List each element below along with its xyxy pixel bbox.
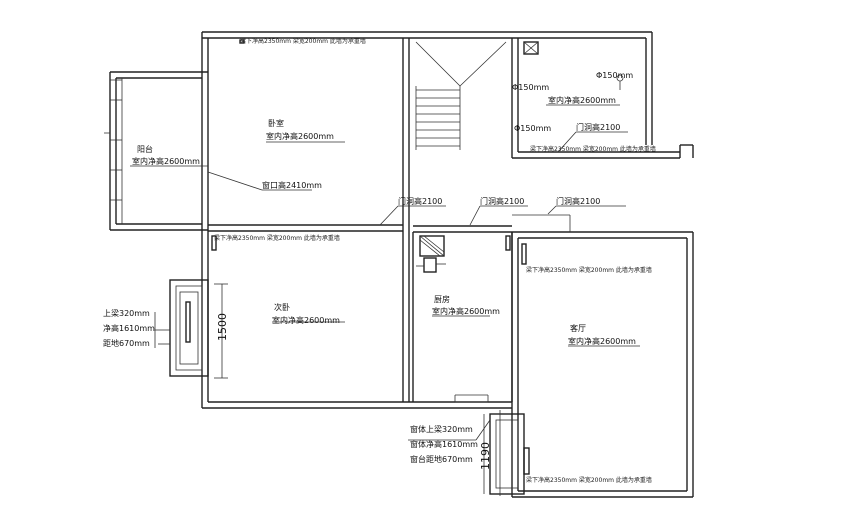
kitchen-height: 室内净高2600mm <box>432 306 500 316</box>
left-wing-name: 阳台 <box>137 144 153 154</box>
interior-walls <box>208 38 694 402</box>
door-height-label-2: 门洞高2100 <box>480 196 524 206</box>
beam-note-bottom: 梁下净高2350mm 梁宽200mm 此墙为承重墙 <box>526 476 652 484</box>
door-height-label-1: 门洞高2100 <box>398 196 442 206</box>
bedroom-top-name: 卧室 <box>268 118 284 128</box>
bedroom-mid-name: 次卧 <box>274 302 290 312</box>
outer-walls <box>201 31 694 498</box>
dimension-annotations: 窗口高2410mm 门洞高2100 门洞高2100 门洞高2100 门洞高210… <box>262 71 633 206</box>
bottom-bay-window <box>454 394 530 496</box>
room-labels: 卧室 室内净高2600mm 阳台 室内净高2600mm 次卧 室内净高2600m… <box>132 95 636 346</box>
pipe-label-3: Φ150mm <box>514 124 551 133</box>
kitchen-shaft <box>419 235 445 257</box>
kitchen-name: 厨房 <box>434 294 450 304</box>
left-bay-window <box>158 279 228 379</box>
door-height-label-4: 门洞高2100 <box>576 122 620 132</box>
left-window-clear: 净高1610mm <box>103 323 155 333</box>
bottom-window-clear: 窗体净高1610mm <box>410 439 478 449</box>
left-window-width: 1500 <box>216 313 229 341</box>
left-window-beam: 上梁320mm <box>103 309 150 318</box>
top-right-height: 室内净高2600mm <box>548 95 616 105</box>
bottom-window-width: 1190 <box>479 442 492 470</box>
door-height-label-3: 门洞高2100 <box>556 196 600 206</box>
beam-note-mid: 梁下净高2350mm 梁宽200mm 此墙为承重墙 <box>214 234 340 242</box>
pipe-label-1: Φ150mm <box>512 83 549 92</box>
living-name: 客厅 <box>570 323 586 333</box>
left-window-sill: 距地670mm <box>103 338 150 348</box>
left-wing-height: 室内净高2600mm <box>132 156 200 166</box>
bottom-window-sill: 窗台距地670mm <box>410 454 473 464</box>
fixtures <box>185 39 624 343</box>
beam-note-living: 梁下净高2350mm 梁宽200mm 此墙为承重墙 <box>526 266 652 274</box>
shaft-box-top-right <box>523 41 539 55</box>
bedroom-mid-height: 室内净高2600mm <box>272 315 340 325</box>
pipe-label-2: Φ150mm <box>596 71 633 80</box>
left-wing-walls <box>104 71 208 231</box>
leader-lines <box>130 104 640 441</box>
bottom-window-beam: 窗体上梁320mm <box>410 424 473 434</box>
beam-note-top: 梁下净高2350mm 梁宽200mm 此墙为承重墙 <box>240 37 366 45</box>
staircase <box>415 41 507 150</box>
beam-note-right: 梁下净高2350mm 梁宽200mm 此墙为承重墙 <box>530 145 656 153</box>
living-height: 室内净高2600mm <box>568 336 636 346</box>
window-height-label: 窗口高2410mm <box>262 180 322 190</box>
left-window-spec: 上梁320mm 净高1610mm 距地670mm 1500 <box>103 309 229 348</box>
bottom-window-spec: 窗体上梁320mm 窗体净高1610mm 窗台距地670mm 1190 <box>410 424 492 470</box>
beam-notes: 梁下净高2350mm 梁宽200mm 此墙为承重墙 梁下净高2350mm 梁宽2… <box>214 37 656 484</box>
kitchen-appliance <box>423 257 437 273</box>
bedroom-top-height: 室内净高2600mm <box>266 131 334 141</box>
